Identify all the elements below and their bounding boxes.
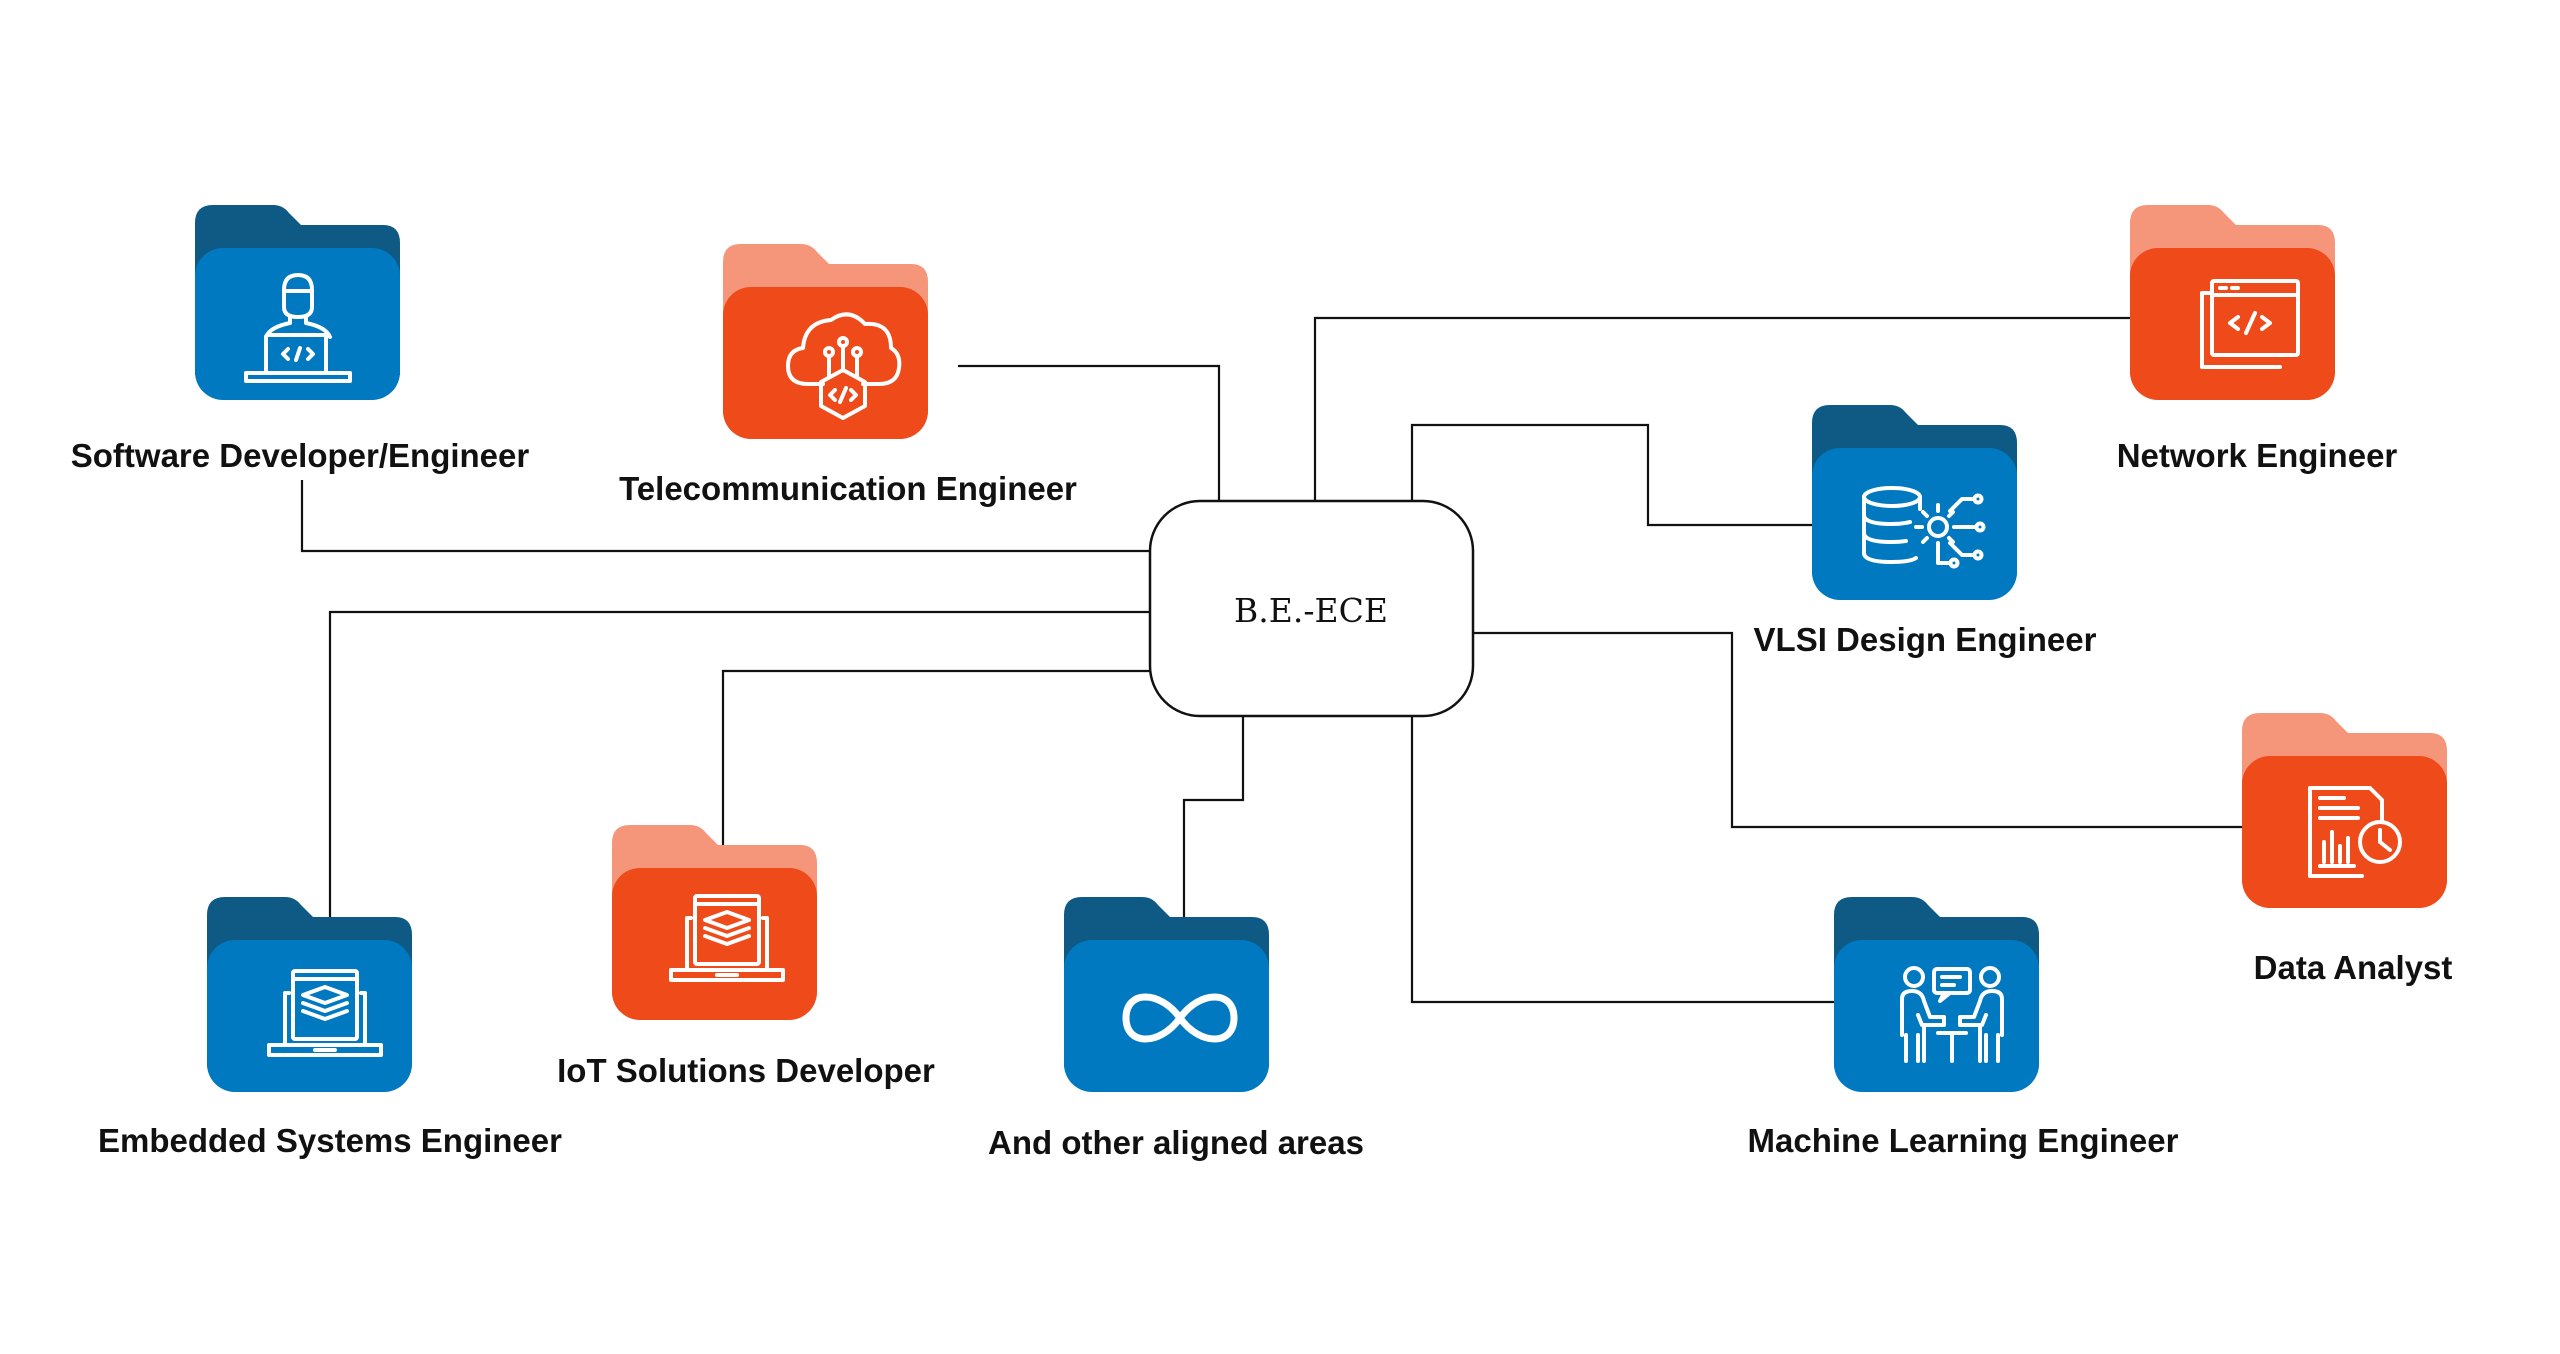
career-data-analyst: Data Analyst — [2242, 713, 2452, 986]
career-label: Network Engineer — [2117, 437, 2398, 474]
career-label: Telecommunication Engineer — [619, 470, 1077, 507]
laptop-layers-icon — [267, 969, 383, 1057]
career-vlsi-design-engineer: VLSI Design Engineer — [1754, 405, 2097, 658]
cloud-code-icon — [786, 312, 902, 420]
connector-ml — [1410, 716, 1834, 1004]
center-node: B.E.-ECE — [1148, 499, 1475, 718]
infinity-icon — [1122, 993, 1238, 1043]
career-label: Embedded Systems Engineer — [98, 1122, 562, 1159]
laptop-layers-icon — [669, 894, 785, 982]
career-network-engineer: Network Engineer — [2117, 205, 2398, 474]
career-machine-learning-engineer: Machine Learning Engineer — [1748, 897, 2179, 1159]
career-other-aligned-areas: And other aligned areas — [988, 897, 1364, 1161]
center-label: B.E.-ECE — [1234, 591, 1388, 630]
career-iot-solutions-developer: IoT Solutions Developer — [557, 825, 935, 1089]
career-telecommunication-engineer: Telecommunication Engineer — [619, 244, 1077, 507]
connector-telecom — [958, 364, 1221, 502]
career-embedded-systems-engineer: Embedded Systems Engineer — [98, 897, 562, 1159]
database-gear-icon — [1862, 486, 1986, 569]
career-label: VLSI Design Engineer — [1754, 621, 2097, 658]
folder-icon — [1064, 897, 1269, 1092]
developer-laptop-icon — [244, 273, 352, 383]
connector-software — [300, 480, 1150, 553]
connector-embedded — [328, 610, 1150, 918]
career-label: And other aligned areas — [988, 1124, 1364, 1161]
folder-icon — [2130, 205, 2335, 400]
connector-other — [1182, 716, 1245, 938]
folder-icon — [2242, 713, 2447, 908]
folder-icon — [195, 205, 400, 400]
career-label: Software Developer/Engineer — [71, 437, 530, 474]
report-chart-icon — [2308, 786, 2402, 878]
connector-vlsi — [1410, 423, 1812, 527]
browser-code-icon — [2200, 279, 2300, 369]
career-software-developer: Software Developer/Engineer — [71, 205, 530, 474]
connectors — [300, 316, 2242, 1004]
career-label: Machine Learning Engineer — [1748, 1122, 2179, 1159]
connector-data — [1474, 631, 2242, 829]
connector-network — [1313, 316, 2130, 502]
people-discussion-icon — [1900, 966, 2004, 1063]
connector-iot — [721, 669, 1150, 845]
career-label: Data Analyst — [2254, 949, 2453, 986]
career-label: IoT Solutions Developer — [557, 1052, 935, 1089]
